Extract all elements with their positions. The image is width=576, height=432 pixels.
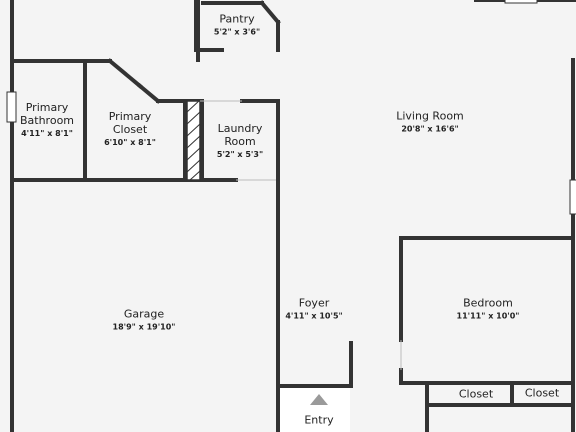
room-name: Closet [458, 387, 494, 401]
room-primary-closet: Primary Closet 6'10" x 8'1" [104, 110, 156, 148]
room-living: Living Room 20'8" x 16'6" [396, 110, 464, 135]
room-laundry: Laundry Room 5'2" x 5'3" [217, 122, 263, 160]
entry-arrow-icon [310, 394, 328, 405]
room-entry: Entry [304, 414, 333, 427]
room-primary-bathroom: Primary Bathroom 4'11" x 8'1" [20, 101, 74, 139]
room-dims: 20'8" x 16'6" [401, 124, 459, 134]
room-name-line2: Closet [112, 123, 148, 136]
windows [6, 0, 576, 215]
room-name: Primary [108, 110, 152, 123]
room-foyer: Foyer 4'11" x 10'5" [285, 297, 342, 322]
room-bedroom: Bedroom 11'11" x 10'0" [457, 297, 520, 322]
room-dims: 4'11" x 8'1" [21, 129, 73, 138]
room-name: Closet [524, 386, 560, 400]
hatched-column [186, 99, 201, 181]
entry-floor [280, 386, 350, 432]
room-pantry: Pantry 5'2" x 3'6" [214, 13, 260, 38]
room-garage: Garage 18'9" x 19'10" [113, 308, 176, 333]
room-name: Foyer [298, 296, 330, 310]
room-closet-right: Closet [525, 387, 559, 400]
room-name: Bedroom [463, 296, 513, 310]
room-dims: 5'2" x 5'3" [216, 150, 264, 159]
room-dims: 11'11" x 10'0" [456, 311, 520, 321]
room-name: Garage [123, 307, 165, 321]
room-name: Laundry [217, 122, 263, 135]
room-dims: 4'11" x 10'5" [285, 311, 343, 321]
room-dims: 6'10" x 8'1" [104, 138, 156, 147]
room-dims: 5'2" x 3'6" [213, 27, 261, 37]
wall-lines [10, 0, 576, 432]
room-name: Entry [304, 413, 334, 427]
room-name: Living Room [396, 109, 464, 123]
room-dims: 18'9" x 19'10" [112, 322, 176, 332]
door-openings [200, 100, 402, 370]
room-name: Pantry [219, 12, 255, 26]
room-name-line2: Bathroom [19, 114, 75, 127]
room-name: Primary [25, 101, 69, 114]
room-closet-left: Closet [459, 388, 493, 401]
room-name-line2: Room [224, 135, 256, 148]
